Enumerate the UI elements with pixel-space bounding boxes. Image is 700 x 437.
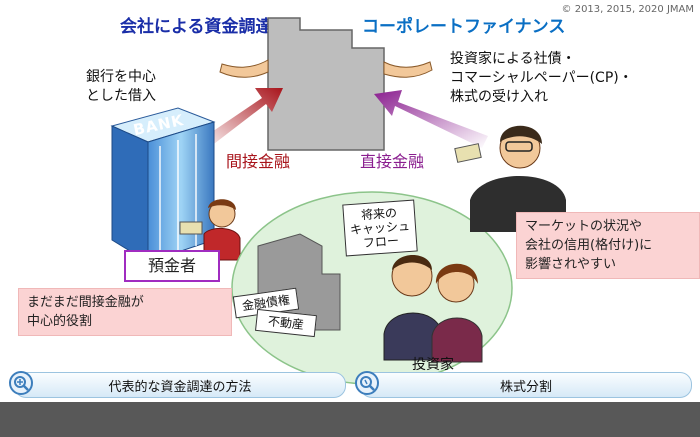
- bottom-strip: [0, 402, 700, 437]
- nav-stock-split-button[interactable]: 株式分割: [355, 371, 692, 398]
- future-cashflow-paper: 将来の キャッシュフロー: [342, 199, 418, 257]
- investor-note-line: 投資家による社債・: [450, 51, 576, 67]
- investor-woman-icon: [431, 263, 483, 363]
- future-cashflow-line: キャッシュフロー: [349, 218, 411, 251]
- investor-note: 投資家による社債・ コマーシャルペーパー(CP)・ 株式の受け入れ: [450, 50, 633, 107]
- nav-stock-split-label: 株式分割: [499, 379, 552, 395]
- title-left: 会社による資金調達: [120, 17, 273, 37]
- indirect-note-line: 中心的役割: [27, 314, 93, 329]
- market-note: マーケットの状況や 会社の信用(格付け)に 影響されやすい: [516, 212, 700, 279]
- bank-note-line: とした借入: [86, 88, 156, 104]
- investor-note-line: コマーシャルペーパー(CP)・: [450, 70, 633, 86]
- investors-label: 投資家: [412, 357, 454, 373]
- direct-finance-label: 直接金融: [360, 152, 425, 171]
- nav-financing-methods-label: 代表的な資金調達の方法: [108, 379, 252, 395]
- indirect-arrow: [200, 88, 283, 150]
- market-note-line: 会社の信用(格付け)に: [525, 238, 653, 253]
- bank-note-line: 銀行を中心: [86, 69, 156, 85]
- investor-note-line: 株式の受け入れ: [450, 89, 548, 105]
- title-right: コーポレートファイナンス: [362, 17, 566, 37]
- bank-note: 銀行を中心 とした借入: [86, 68, 156, 106]
- nav-financing-methods-button[interactable]: 代表的な資金調達の方法: [9, 371, 346, 398]
- diagram-illustration: [110, 17, 566, 385]
- company-building-icon: [219, 17, 433, 151]
- indirect-note-line: まだまだ間接金融が: [27, 295, 144, 310]
- market-note-line: マーケットの状況や: [525, 219, 643, 234]
- market-note-line: 影響されやすい: [525, 257, 617, 272]
- indirect-note: まだまだ間接金融が 中心的役割: [18, 288, 232, 336]
- depositor-label: 預金者: [124, 250, 220, 282]
- indirect-finance-label: 間接金融: [226, 152, 291, 171]
- direct-arrow: [374, 90, 488, 148]
- copyright: © 2013, 2015, 2020 JMAM: [561, 4, 694, 15]
- magnifier-search-icon: [355, 371, 379, 395]
- person-icon: [179, 199, 241, 261]
- magnifier-plus-icon: [9, 371, 33, 395]
